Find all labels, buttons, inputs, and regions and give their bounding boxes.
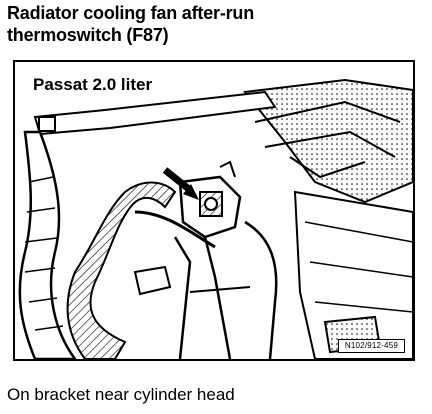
figure-caption: On bracket near cylinder head bbox=[7, 385, 235, 404]
title-line-2: thermoswitch (F87) bbox=[7, 25, 169, 45]
engine-bay-drawing bbox=[18, 78, 413, 359]
bracket-shape bbox=[133, 220, 278, 359]
figure-reference-code: N102/912-459 bbox=[337, 339, 405, 353]
radiator-hose-shape bbox=[18, 130, 77, 359]
page-title: Radiator cooling fan after-run thermoswi… bbox=[7, 2, 307, 46]
title-line-1: Radiator cooling fan after-run bbox=[7, 3, 255, 23]
engine-illustration: Passat 2.0 liter N102/912-459 bbox=[13, 60, 415, 361]
figure-label: Passat 2.0 liter bbox=[32, 75, 156, 95]
upper-pipe-shape bbox=[33, 90, 277, 136]
cylinder-head-shape bbox=[293, 190, 413, 359]
thermoswitch-shape bbox=[178, 160, 242, 239]
air-box-shape bbox=[243, 78, 413, 204]
pointer-arrow-icon bbox=[162, 167, 199, 200]
